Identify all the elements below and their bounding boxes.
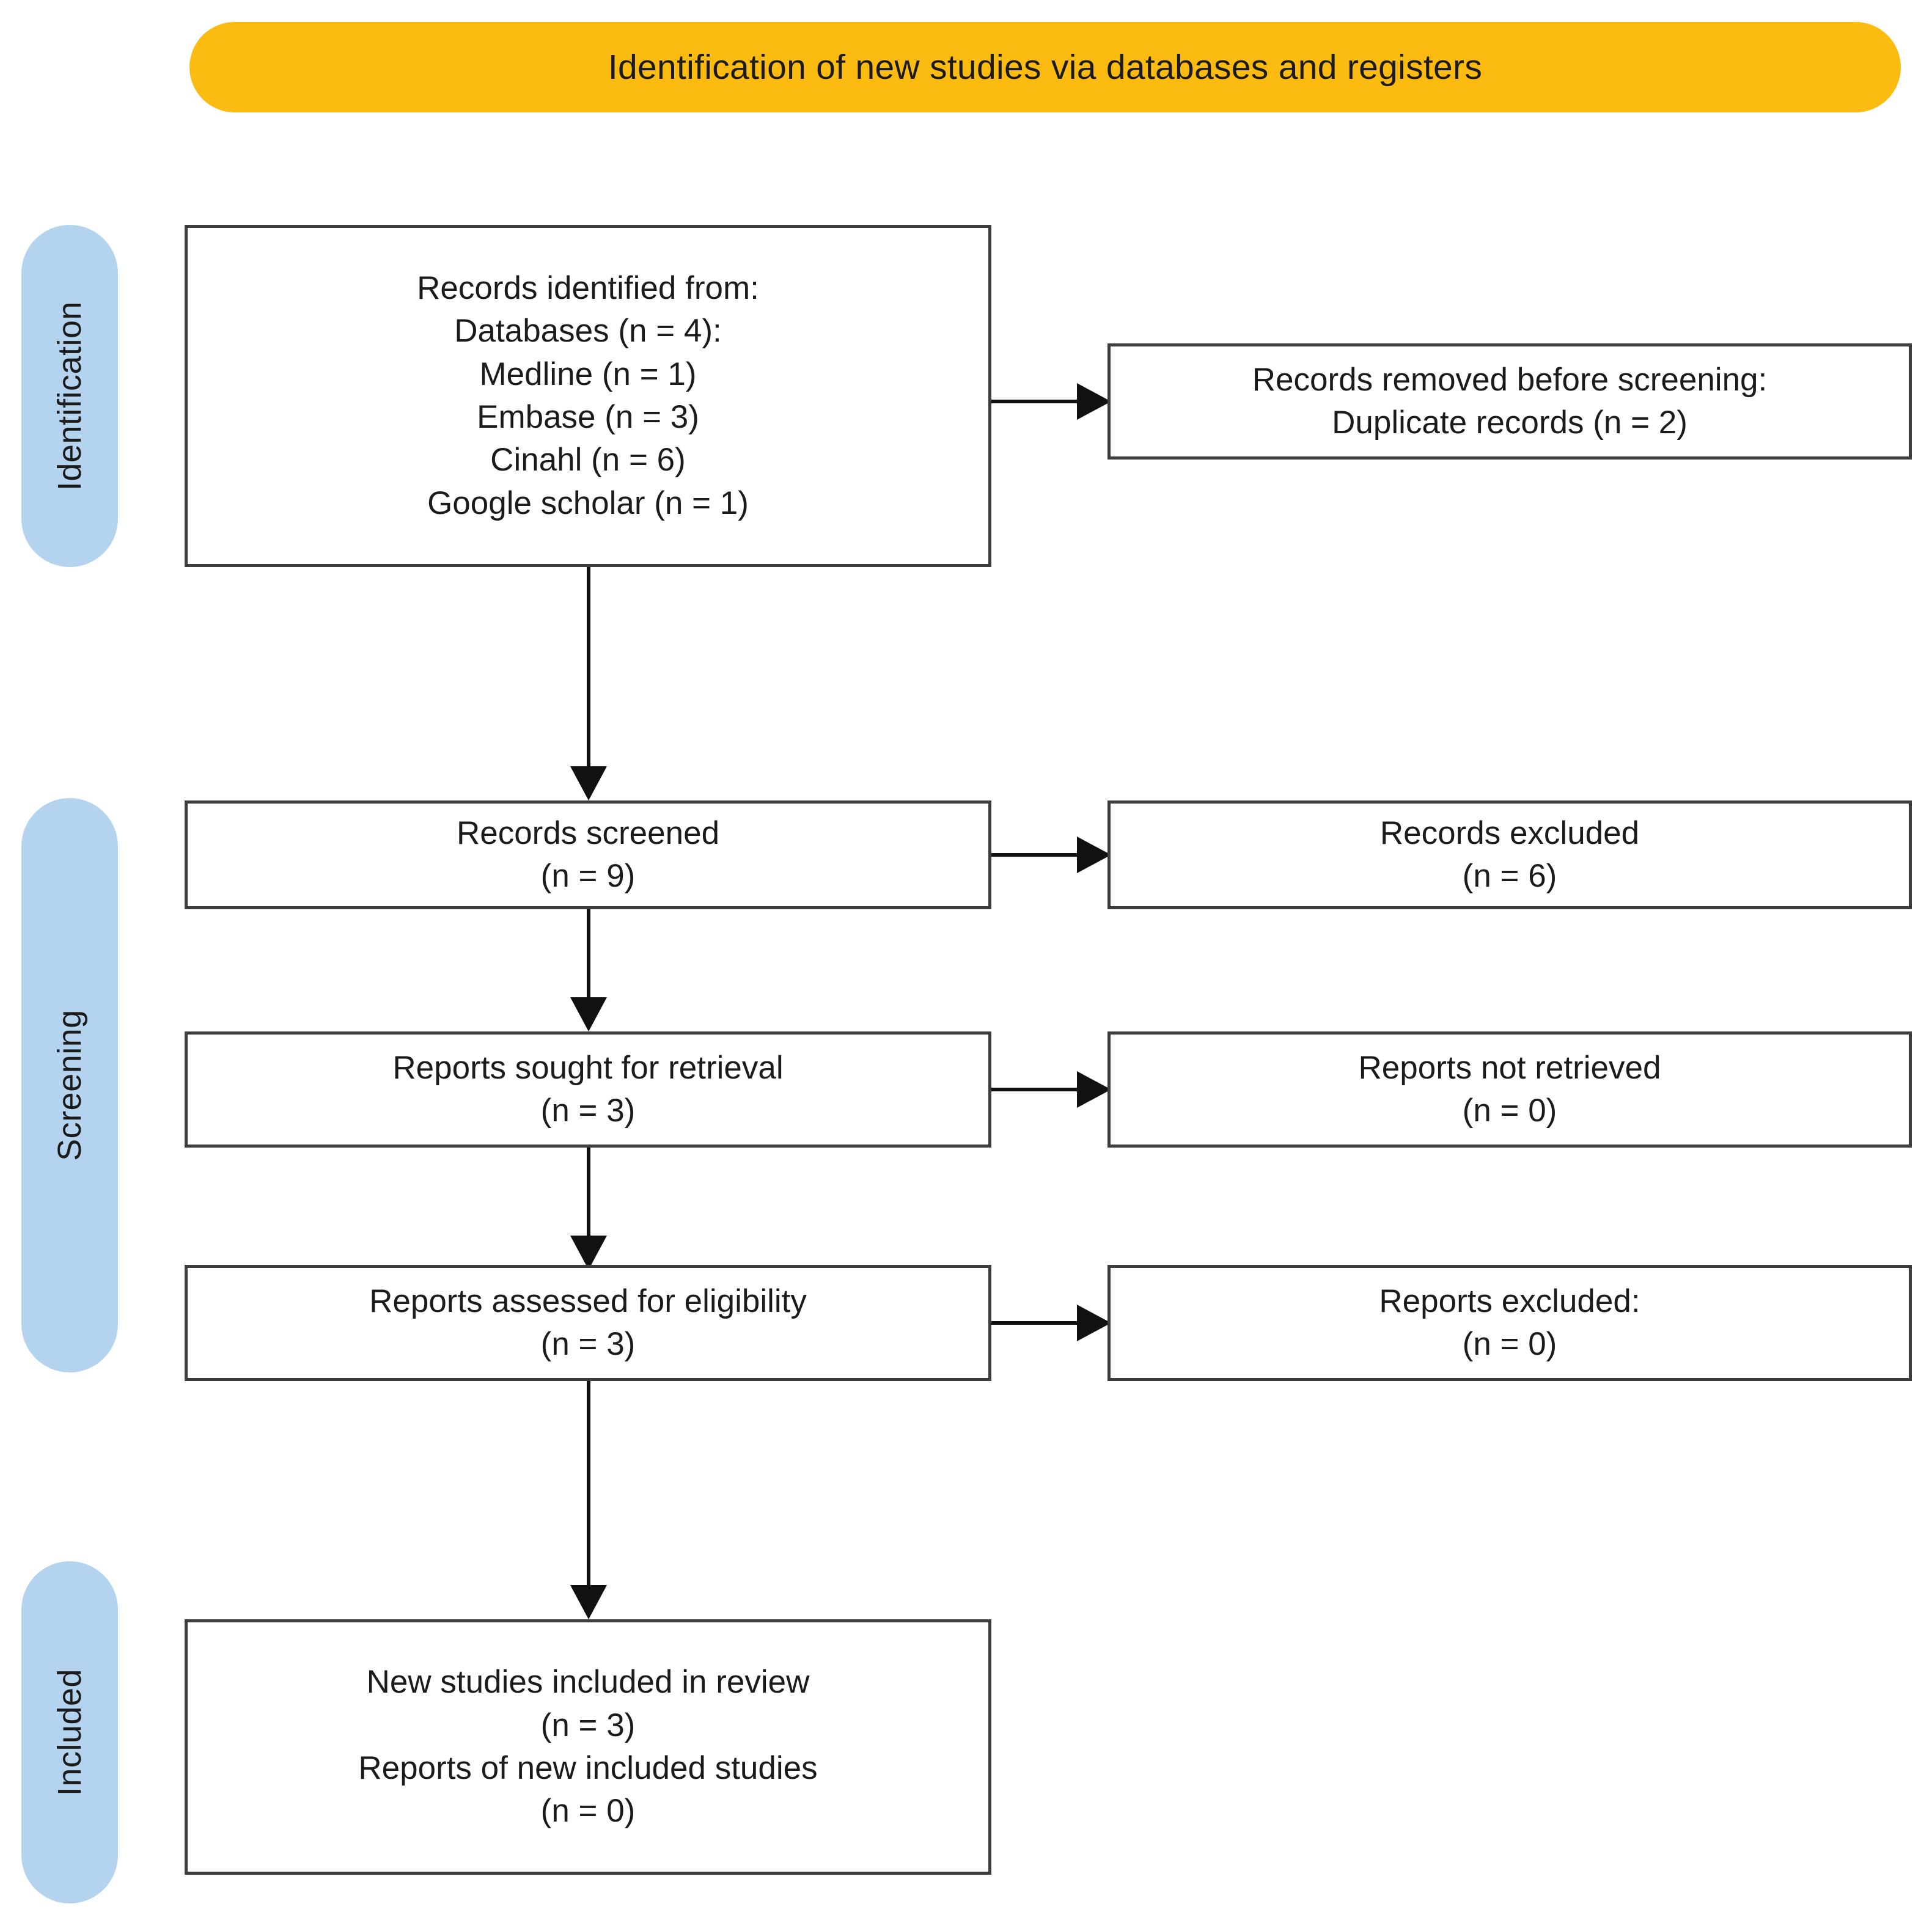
stage-label-screening: Screening <box>51 1009 89 1161</box>
box-line: Reports of new included studies <box>358 1750 818 1786</box>
box-line: Records excluded <box>1379 815 1640 851</box>
box-line: (n = 3) <box>540 1093 636 1129</box>
box-line: (n = 6) <box>1462 858 1557 894</box>
box-new-studies-included: New studies included in review (n = 3) R… <box>185 1619 991 1875</box>
box-line: Reports excluded: <box>1379 1283 1640 1319</box>
connector-identified-to-screened <box>587 567 590 769</box>
arrow-right-icon-identified-to-removed <box>1077 383 1111 420</box>
box-line: (n = 0) <box>540 1793 636 1830</box>
box-records-identified: Records identified from: Databases (n = … <box>185 225 991 567</box>
box-line: Reports sought for retrieval <box>392 1049 784 1086</box>
connector-assessed-to-reports-excluded <box>991 1321 1081 1325</box>
box-line: Medline (n = 1) <box>479 356 697 392</box>
box-line: (n = 0) <box>1462 1326 1557 1362</box>
arrow-down-icon-assessed-to-included <box>570 1585 607 1619</box>
box-line: Reports assessed for eligibility <box>369 1283 807 1319</box>
header-banner: Identification of new studies via databa… <box>189 22 1901 112</box>
arrow-right-icon-sought-to-not-retrieved <box>1077 1071 1111 1108</box>
box-line: Reports not retrieved <box>1358 1049 1661 1086</box>
box-line: (n = 3) <box>540 1326 636 1362</box>
box-reports-assessed-for-eligibility: Reports assessed for eligibility (n = 3) <box>185 1265 991 1381</box>
stage-pill-identification: Identification <box>21 225 118 567</box>
arrow-down-icon-sought-to-assessed <box>570 1236 607 1270</box>
stage-label-identification: Identification <box>51 301 89 491</box>
arrow-right-icon-assessed-to-reports-excluded <box>1077 1305 1111 1341</box>
arrow-down-icon-identified-to-screened <box>570 766 607 800</box>
header-title: Identification of new studies via databa… <box>608 48 1483 87</box>
connector-assessed-to-included <box>587 1381 590 1588</box>
stage-pill-included: Included <box>21 1561 118 1903</box>
stage-pill-screening: Screening <box>21 798 118 1372</box>
box-line: (n = 9) <box>540 858 636 894</box>
box-line: Databases (n = 4): <box>454 313 722 350</box>
box-line: Cinahl (n = 6) <box>490 442 686 478</box>
connector-sought-to-assessed <box>587 1148 590 1238</box>
box-line: Records screened <box>456 815 720 851</box>
box-reports-not-retrieved: Reports not retrieved (n = 0) <box>1107 1031 1912 1148</box>
box-line: Records removed before screening: <box>1252 361 1768 398</box>
box-reports-excluded: Reports excluded: (n = 0) <box>1107 1265 1912 1381</box>
connector-screened-to-excluded <box>991 853 1081 857</box>
box-line: (n = 3) <box>540 1707 636 1743</box>
box-line: (n = 0) <box>1462 1093 1557 1129</box>
arrow-down-icon-screened-to-sought <box>570 997 607 1031</box>
box-reports-sought-for-retrieval: Reports sought for retrieval (n = 3) <box>185 1031 991 1148</box>
box-line: Google scholar (n = 1) <box>427 485 749 521</box>
stage-label-included: Included <box>51 1668 89 1797</box>
box-records-excluded: Records excluded (n = 6) <box>1107 800 1912 909</box>
connector-screened-to-sought <box>587 909 590 1000</box>
box-line: Records identified from: <box>417 269 759 306</box>
arrow-right-icon-screened-to-excluded <box>1077 837 1111 873</box>
box-records-removed-before-screening: Records removed before screening: Duplic… <box>1107 343 1912 460</box>
box-records-screened: Records screened (n = 9) <box>185 800 991 909</box>
box-line: New studies included in review <box>366 1664 810 1701</box>
connector-identified-to-removed <box>991 400 1081 403</box>
box-line: Embase (n = 3) <box>477 399 699 435</box>
connector-sought-to-not-retrieved <box>991 1088 1081 1091</box>
box-line: Duplicate records (n = 2) <box>1332 405 1688 441</box>
